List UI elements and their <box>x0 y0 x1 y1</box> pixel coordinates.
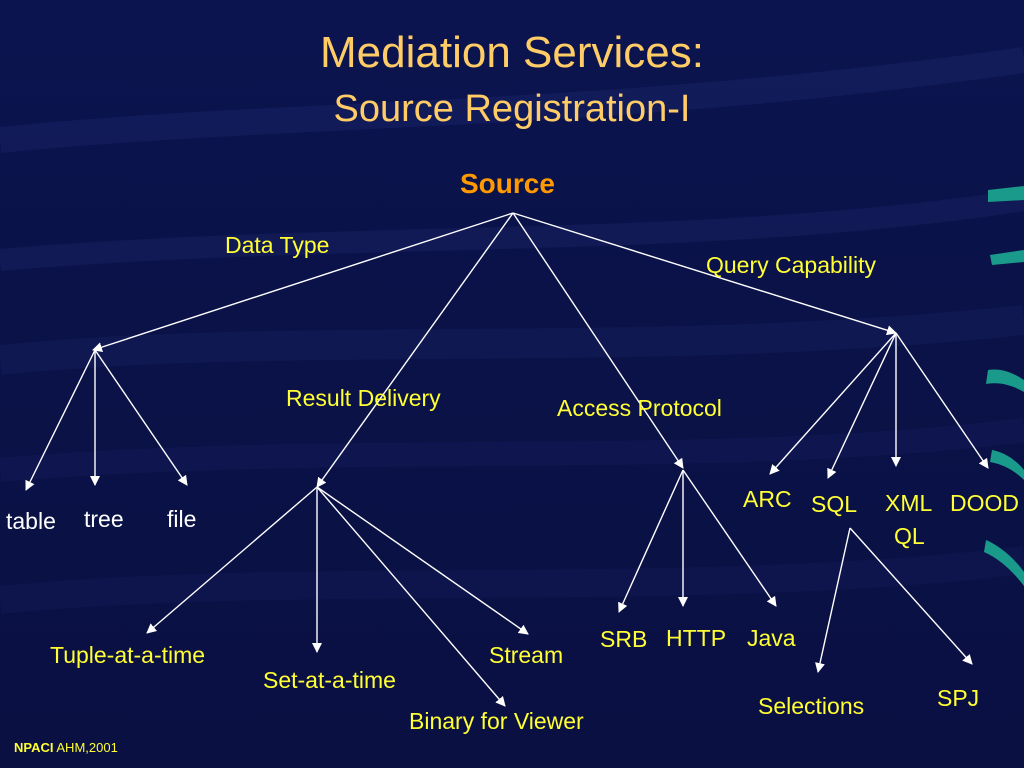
edge-datatype-file <box>94 349 188 486</box>
node-ql: QL <box>894 523 925 549</box>
edge-source-resultdelivery <box>316 212 514 488</box>
footer-note: AHM,2001 <box>56 740 118 755</box>
edge-result-binary <box>316 486 506 707</box>
edge-access-srb <box>618 469 684 613</box>
node-tree: tree <box>84 506 124 532</box>
edge-datatype-table <box>25 349 96 491</box>
node-selections: Selections <box>758 693 865 719</box>
branch-label-result-delivery: Result Delivery <box>286 385 441 411</box>
slide-title: Mediation Services: <box>320 28 704 77</box>
node-set-at-a-time: Set-at-a-time <box>263 667 396 693</box>
edge-access-java <box>682 469 777 607</box>
edge-result-stream <box>316 486 529 635</box>
node-java: Java <box>747 625 796 651</box>
edge-source-accessprotocol <box>512 212 684 469</box>
edge-source-datatype <box>92 212 514 352</box>
edge-query-dood <box>895 332 989 469</box>
node-xml: XML <box>885 490 933 516</box>
node-binary-for-viewer: Binary for Viewer <box>409 708 584 734</box>
slide-subtitle: Source Registration-I <box>333 88 691 130</box>
edge-result-tuple <box>146 486 318 634</box>
edge-sql-selections <box>815 527 851 673</box>
node-file: file <box>167 506 197 532</box>
node-sql: SQL <box>811 491 858 517</box>
node-table: table <box>6 508 56 534</box>
branch-label-query-capability: Query Capability <box>706 252 877 278</box>
node-stream: Stream <box>489 642 564 668</box>
node-dood: DOOD <box>950 490 1019 516</box>
node-http: HTTP <box>666 625 727 651</box>
footer-org: NPACI <box>14 740 54 755</box>
edge-query-arc <box>769 332 897 475</box>
node-srb: SRB <box>600 626 648 652</box>
node-spj: SPJ <box>937 685 980 711</box>
branch-label-access-protocol: Access Protocol <box>557 395 722 421</box>
node-source: Source <box>460 168 555 199</box>
edge-sql-spj <box>849 527 973 665</box>
footer: NPACI AHM,2001 <box>14 740 118 755</box>
node-tuple-at-a-time: Tuple-at-a-time <box>50 642 206 668</box>
edge-source-querycapability <box>512 212 897 336</box>
branch-label-data-type: Data Type <box>225 232 330 258</box>
edge-query-sql <box>827 332 897 479</box>
node-arc: ARC <box>743 486 792 512</box>
